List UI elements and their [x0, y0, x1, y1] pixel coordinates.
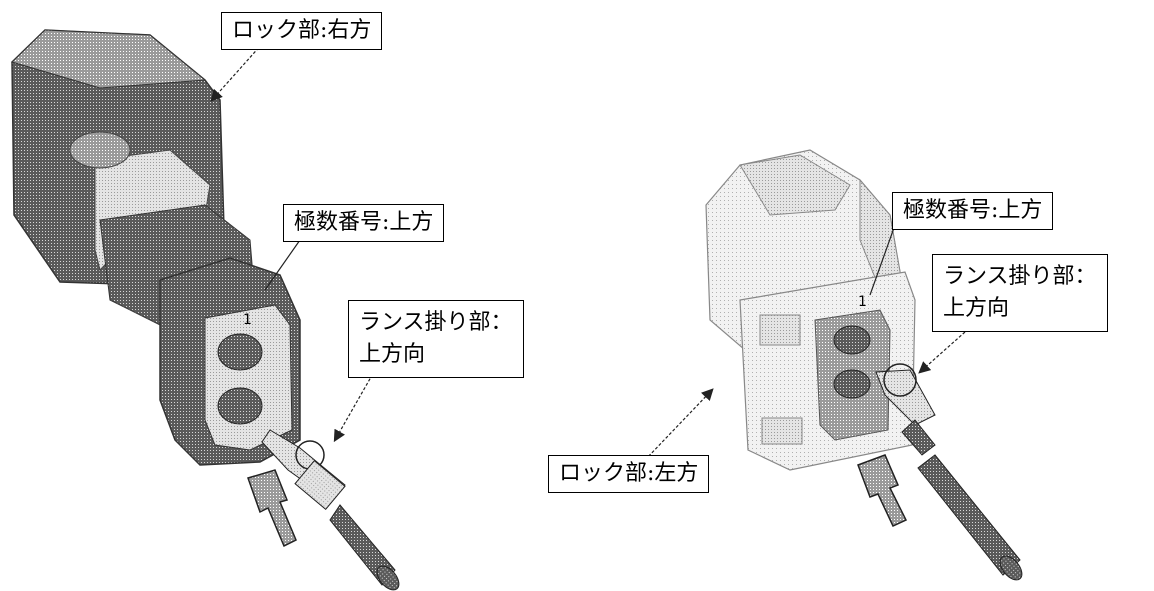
right-lock-label: ロック部:左方 [548, 455, 710, 493]
left-pole-leader [264, 239, 301, 291]
left-insertion-arrow [247, 469, 297, 548]
right-pole-number-label-text: 極数番号:上方 [903, 198, 1043, 223]
left-lance-label-line2: 上方向 [359, 341, 426, 367]
left-lance-label-line1: ランス掛り部： [359, 310, 513, 335]
right-pole-number-label: 極数番号:上方 [892, 192, 1054, 230]
left-lock-label-text: ロック部:右方 [232, 18, 372, 43]
left-pole-number-label: 極数番号:上方 [283, 204, 445, 242]
right-lance-label-line2: 上方向 [943, 295, 1010, 321]
left-lock-leader [210, 43, 263, 102]
left-pole-number-label-text: 極数番号:上方 [294, 210, 434, 235]
left-wire [329, 504, 396, 586]
right-connector-illustration: 1 [644, 149, 1023, 581]
left-pole-number-mark: 1 [243, 312, 252, 328]
right-lock-label-text: ロック部:左方 [559, 461, 699, 486]
left-connector-illustration: 1 [11, 29, 400, 591]
left-lance-leader [333, 369, 376, 443]
right-pole-leader [869, 224, 896, 296]
right-insertion-arrow [857, 454, 908, 527]
left-lance-label: ランス掛り部： 上方向 [348, 300, 524, 378]
right-wire [917, 454, 1021, 576]
right-lance-label-line1: ランス掛り部： [943, 264, 1097, 289]
right-lance-leader [918, 331, 966, 374]
left-lock-label: ロック部:右方 [221, 12, 383, 50]
right-pole-number-mark: 1 [858, 294, 867, 310]
right-lock-leader [644, 388, 714, 461]
right-terminal [875, 369, 936, 426]
right-lance-label: ランス掛り部： 上方向 [932, 254, 1108, 332]
